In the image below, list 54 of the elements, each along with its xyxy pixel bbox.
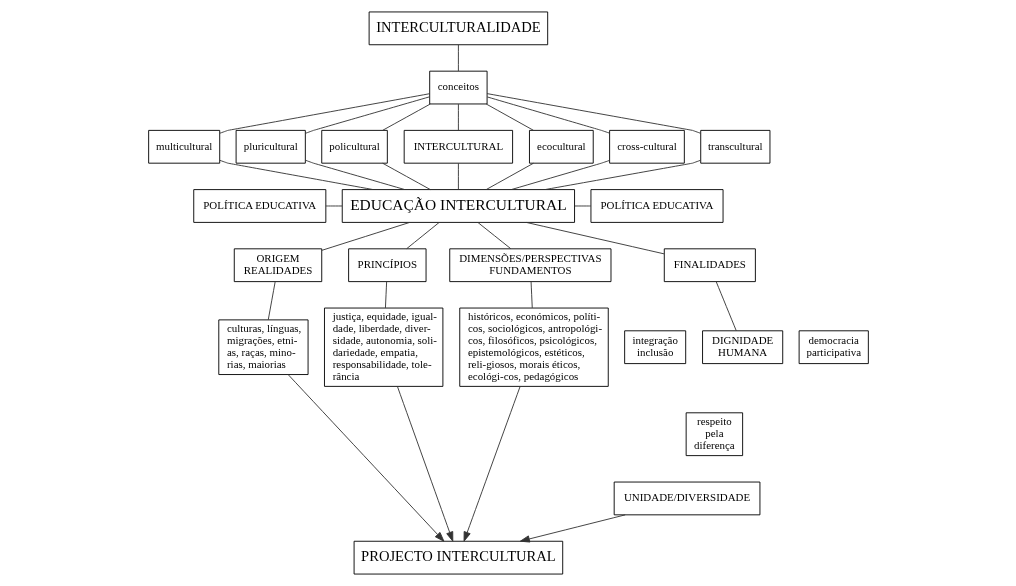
connector: [320, 222, 410, 251]
node-box: INTERCULTURALIDADE: [368, 11, 548, 46]
connector: [381, 162, 431, 190]
connector: [715, 281, 737, 332]
node-box: culturas, línguas, migrações, etni-as, raças, mino-rias, maiorias: [217, 319, 309, 375]
connector: [485, 103, 534, 131]
connector: [381, 103, 431, 131]
connector: [486, 96, 610, 134]
node-box: integração inclusão: [623, 330, 686, 365]
node-box: DIGNIDADE HUMANA: [701, 330, 783, 365]
node-box: justiça, equidade, igual-dade, liberdade, diver-sidade, autonomia, soli-dariedade, empatia, responsabilidade, tole-rância: [323, 307, 443, 387]
node-box: históricos, económicos, políti-cos, sociológicos, antropológi-cos, filosóficos, psicológicos, epistemológicos, estéticos, reli-giosos, morais éticos, ecológi-cos, pedagógicos: [458, 307, 609, 387]
node-box: transcultural: [699, 129, 770, 164]
connector: [477, 222, 511, 250]
connector: [304, 96, 430, 134]
connector: [510, 160, 610, 190]
connector: [486, 93, 701, 134]
node-box: PROJECTO INTERCULTURAL: [353, 540, 563, 575]
arrow: [396, 385, 453, 542]
node-box: democracia participativa: [798, 330, 869, 365]
connector: [267, 281, 276, 321]
arrow: [519, 514, 626, 543]
connector: [325, 205, 342, 207]
connector: [544, 159, 701, 190]
node-box: FINALIDADES: [663, 248, 756, 283]
connector: [573, 205, 591, 207]
node-box: respeito pela diferença: [685, 412, 743, 457]
connector: [218, 159, 373, 190]
node-box: DIMENSÕES/PERSPECTIVAS FUNDAMENTOS: [448, 248, 611, 283]
connector: [304, 159, 405, 190]
connector: [457, 103, 459, 131]
node-box: multicultural: [147, 129, 220, 164]
connector: [457, 162, 459, 190]
node-box: ecocultural: [528, 129, 594, 164]
connector: [384, 281, 387, 309]
node-box: pluricultural: [235, 129, 306, 164]
node-box: UNIDADE/DIVERSIDADE: [613, 481, 760, 516]
node-box: POLÍTICA EDUCATIVA: [192, 189, 326, 223]
node-box: policultural: [320, 129, 388, 164]
connector: [525, 222, 664, 255]
node-box: ORIGEM REALIDADES: [233, 248, 322, 283]
node-box: cross-cultural: [608, 129, 685, 164]
connector: [530, 281, 533, 309]
node-box: EDUCAÇÃO INTERCULTURAL: [341, 189, 575, 223]
connector: [405, 222, 439, 250]
node-box: INTERCULTURAL: [403, 129, 513, 164]
connector: [218, 93, 430, 134]
arrow: [463, 385, 521, 542]
arrow: [287, 374, 444, 542]
connector: [457, 44, 459, 72]
node-box: POLÍTICA EDUCATIVA: [590, 189, 723, 223]
node-box: PRINCÍPIOS: [347, 248, 426, 283]
connector: [485, 162, 534, 190]
node-box: conceitos: [428, 70, 488, 105]
